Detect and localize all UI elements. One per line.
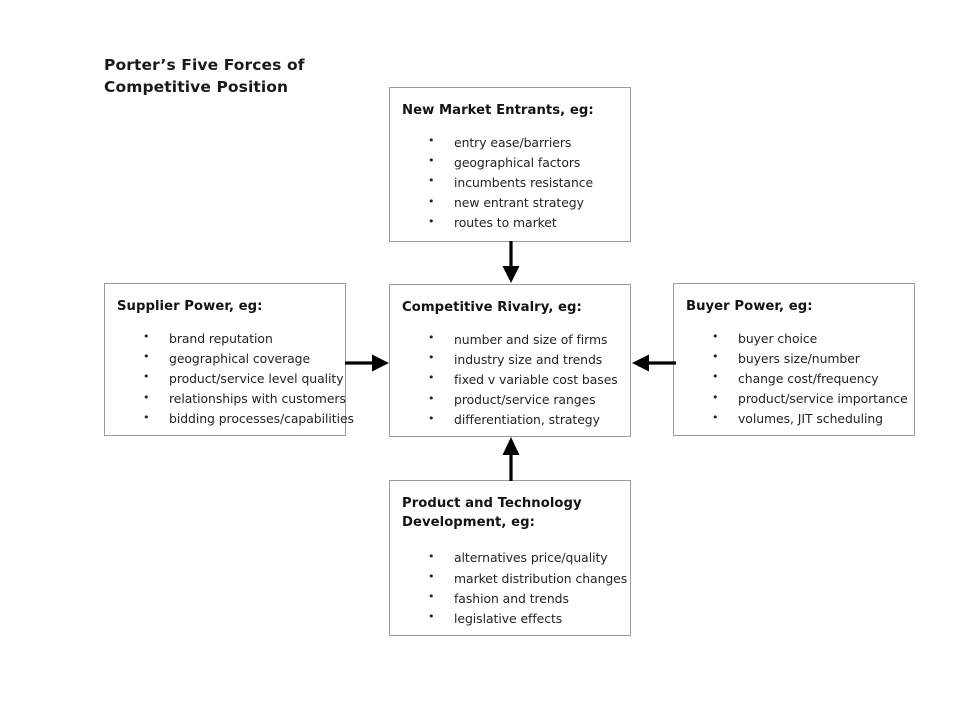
- list-item: differentiation, strategy: [428, 410, 620, 430]
- list-item: bidding processes/capabilities: [143, 409, 354, 429]
- arrow-down-icon-new-entrants-to-rivalry: [500, 241, 522, 285]
- bullet-list-new-market-entrants: entry ease/barriers geographical factors…: [428, 132, 620, 233]
- box-title-supplier-power: Supplier Power, eg:: [117, 299, 263, 314]
- list-item: volumes, JIT scheduling: [712, 409, 904, 429]
- list-item: entry ease/barriers: [428, 132, 620, 153]
- list-item: geographical factors: [428, 152, 620, 173]
- list-item: fashion and trends: [428, 588, 620, 609]
- list-item: alternatives price/quality: [428, 548, 620, 568]
- box-title-product-and-technology-development: Product and Technology Development, eg:: [402, 496, 582, 530]
- list-item: relationships with customers: [143, 389, 346, 409]
- force-box-new-market-entrants[interactable]: New Market Entrants, eg: entry ease/barr…: [389, 87, 631, 242]
- force-box-product-and-technology-development[interactable]: Product and Technology Development, eg: …: [389, 480, 631, 636]
- page-title: Porter’s Five Forces of Competitive Posi…: [104, 56, 305, 97]
- list-item: industry size and trends: [428, 349, 620, 370]
- list-item: fixed v variable cost bases: [428, 369, 620, 390]
- bullet-list-buyer-power: buyer choice buyers size/number change c…: [712, 328, 908, 429]
- box-title-buyer-power: Buyer Power, eg:: [686, 299, 813, 314]
- list-item: market distribution changes: [428, 568, 627, 589]
- bullet-list-competitive-rivalry: number and size of firms industry size a…: [428, 329, 620, 430]
- arrow-right-icon-supplier-to-rivalry: [345, 352, 390, 374]
- force-box-competitive-rivalry[interactable]: Competitive Rivalry, eg: number and size…: [389, 284, 631, 437]
- bullet-list-supplier-power: brand reputation geographical coverage p…: [143, 328, 354, 429]
- list-item: new entrant strategy: [428, 193, 620, 213]
- list-item: product/service importance: [712, 389, 908, 409]
- list-item: incumbents resistance: [428, 172, 620, 193]
- box-title-new-market-entrants: New Market Entrants, eg:: [402, 103, 594, 118]
- arrow-left-icon-buyer-to-rivalry: [631, 352, 676, 374]
- force-box-buyer-power[interactable]: Buyer Power, eg: buyer choice buyers siz…: [673, 283, 915, 436]
- force-box-supplier-power[interactable]: Supplier Power, eg: brand reputation geo…: [104, 283, 354, 436]
- list-item: number and size of firms: [428, 329, 620, 350]
- list-item: brand reputation: [143, 328, 335, 349]
- list-item: product/service ranges: [428, 390, 620, 410]
- list-item: change cost/frequency: [712, 368, 904, 389]
- box-title-competitive-rivalry: Competitive Rivalry, eg:: [402, 300, 582, 315]
- list-item: legislative effects: [428, 608, 620, 629]
- list-item: routes to market: [428, 213, 620, 233]
- list-item: geographical coverage: [143, 348, 335, 369]
- arrow-up-icon-product-tech-to-rivalry: [500, 436, 522, 481]
- list-item: buyer choice: [712, 328, 904, 349]
- list-item: product/service level quality: [143, 368, 344, 389]
- list-item: buyers size/number: [712, 348, 904, 369]
- bullet-list-product-and-technology-development: alternatives price/quality market distri…: [428, 548, 627, 629]
